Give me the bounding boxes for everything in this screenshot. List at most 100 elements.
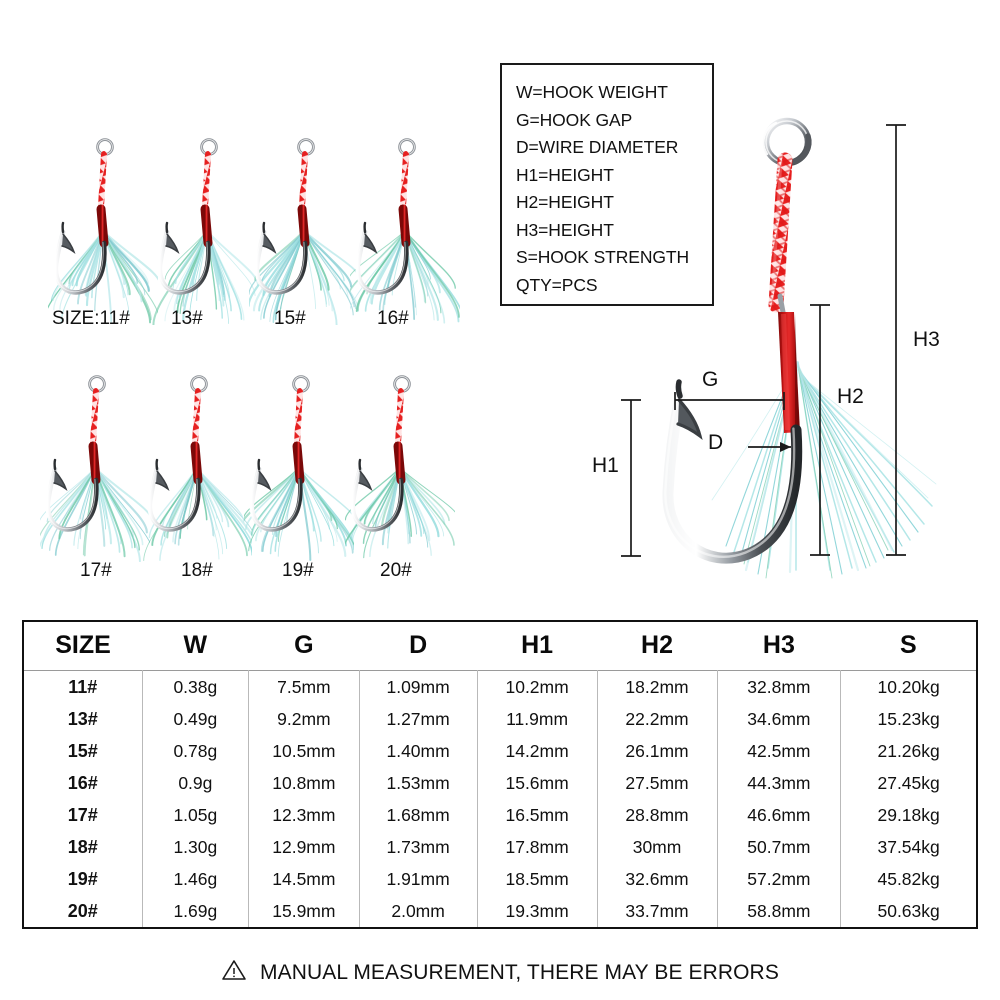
annotated-hook-diagram: G D H1 H2 H3 [580,100,980,610]
cell-h1: 16.5mm [477,799,598,831]
wire-diameter-arrow [748,442,791,452]
red-sleeve [778,312,800,433]
legend-line: G=HOOK GAP [516,109,633,130]
hook-size-label: 16# [377,308,409,329]
cell-s: 27.45kg [840,767,976,799]
cell-h2: 33.7mm [597,895,718,927]
cell-w: 0.49g [142,703,250,735]
legend-line: H1=HEIGHT [516,164,614,185]
cell-h3: 58.8mm [717,895,842,927]
cell-h3: 32.8mm [717,670,842,703]
cell-h2: 32.6mm [597,863,718,895]
cell-h2: 18.2mm [597,670,718,703]
cell-g: 14.5mm [248,863,360,895]
hook-size-label: 18# [181,560,213,581]
hook-sample [247,135,361,326]
hook-size-label: 19# [282,560,314,581]
cell-g: 7.5mm [248,670,360,703]
gap-dimension-line [674,392,785,410]
flash-fiber-skirt [711,360,937,579]
cell-d: 1.91mm [359,863,478,895]
h3-dimension-line [886,124,906,556]
cell-h3: 50.7mm [717,831,842,863]
cell-g: 9.2mm [248,703,360,735]
cell-w: 0.78g [142,735,250,767]
cell-size: 20# [24,895,143,927]
cell-d: 1.27mm [359,703,478,735]
cell-g: 12.9mm [248,831,360,863]
cell-h1: 10.2mm [477,670,598,703]
cell-s: 10.20kg [840,670,976,703]
cell-s: 37.54kg [840,831,976,863]
hook-size-label: SIZE:11# [52,308,130,329]
cell-h3: 46.6mm [717,799,842,831]
cell-w: 1.05g [142,799,250,831]
cell-d: 1.68mm [359,799,478,831]
wire-diameter-label: D [708,431,724,454]
legend-line: QTY=PCS [516,274,598,295]
h2-label: H2 [837,385,864,408]
legend-line: H3=HEIGHT [516,219,614,240]
cell-g: 10.5mm [248,735,360,767]
disclaimer-text: MANUAL MEASUREMENT, THERE MAY BE ERRORS [260,960,779,984]
cell-h2: 27.5mm [597,767,718,799]
cell-h3: 44.3mm [717,767,842,799]
cell-d: 1.09mm [359,670,478,703]
cell-size: 18# [24,831,143,863]
cell-size: 16# [24,767,143,799]
measurement-disclaimer: MANUAL MEASUREMENT, THERE MAY BE ERRORS [0,958,1000,987]
braided-cord [768,152,793,313]
cell-h3: 34.6mm [717,703,842,735]
abbreviation-legend-box: W=HOOK WEIGHT G=HOOK GAP D=WIRE DIAMETER… [500,63,714,306]
h1-dimension-line [621,399,641,557]
cell-h2: 28.8mm [597,799,718,831]
cell-size: 19# [24,863,143,895]
cell-h3: 57.2mm [717,863,842,895]
column-header-s: S [840,622,976,671]
cell-w: 0.9g [142,767,250,799]
hook-body [662,379,803,564]
column-header-size: SIZE [24,622,143,671]
column-header-g: G [248,622,360,671]
column-header-h3: H3 [717,622,841,671]
cell-s: 50.63kg [840,895,976,927]
hook-sample [238,372,360,562]
hook-size-label: 17# [80,560,112,581]
h1-label: H1 [592,454,619,477]
cell-size: 13# [24,703,143,735]
hook-sample [346,135,465,325]
hook-sample [142,372,258,562]
hook-size-label: 15# [274,308,306,329]
cell-g: 12.3mm [248,799,360,831]
cell-d: 1.73mm [359,831,478,863]
cell-d: 1.53mm [359,767,478,799]
cell-w: 0.38g [142,670,250,703]
cell-h2: 22.2mm [597,703,718,735]
column-header-h1: H1 [477,622,598,671]
cell-h3: 42.5mm [717,735,842,767]
cell-d: 2.0mm [359,895,478,927]
cell-w: 1.30g [142,831,250,863]
hook-sample [340,372,461,562]
cell-size: 15# [24,735,143,767]
legend-line: W=HOOK WEIGHT [516,82,668,102]
cell-s: 45.82kg [840,863,976,895]
hook-diagram-svg [621,117,937,579]
legend-line: S=HOOK STRENGTH [516,247,690,267]
cell-size: 11# [24,670,143,703]
cell-w: 1.46g [142,863,250,895]
legend-line: H2=HEIGHT [516,192,614,212]
cell-h1: 14.2mm [477,735,598,767]
cell-h1: 17.8mm [477,831,598,863]
column-header-h2: H2 [597,622,717,671]
